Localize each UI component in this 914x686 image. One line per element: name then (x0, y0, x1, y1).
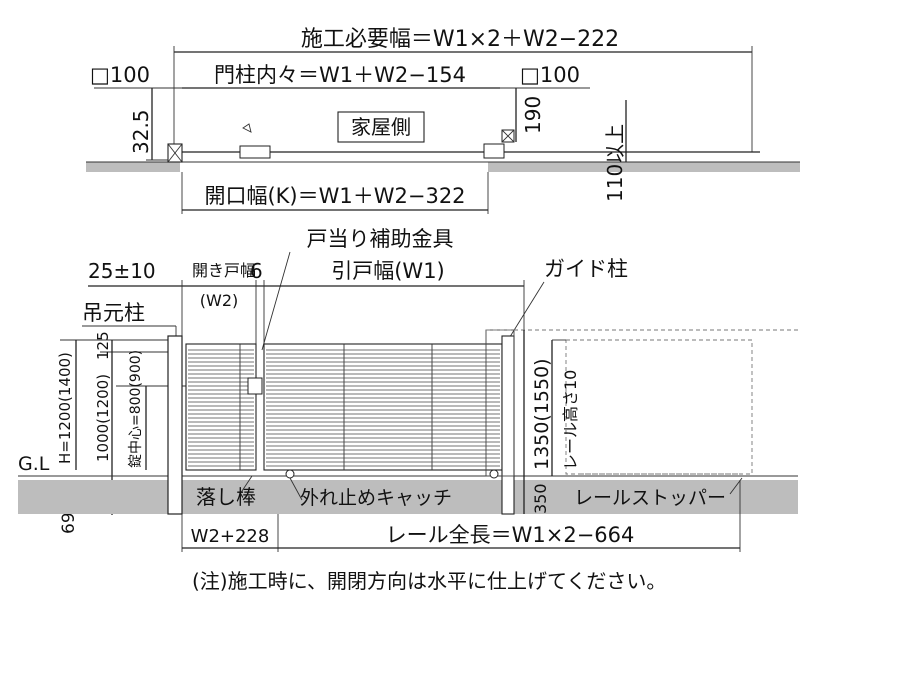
wheel-left (285, 469, 295, 479)
guide-post-label: ガイド柱 (544, 257, 628, 281)
stopper-fitting-label: 戸当り補助金具 (307, 227, 454, 251)
h-125-label: 125 (94, 331, 112, 360)
catch-label: 外れ止めキャッチ (300, 487, 452, 509)
house-side-box (337, 111, 425, 143)
swing-width-sub-label: (W2) (200, 291, 238, 310)
w2-228-label: W2+228 (191, 526, 270, 547)
lock-box (247, 377, 263, 395)
gl-label: G.L (18, 453, 50, 475)
installation-note: (注)施工時に、開閉方向は水平に仕上げてください。 (192, 569, 666, 593)
swing-gate-slats (188, 349, 254, 467)
opening-width-label: 開口幅(K)＝W1＋W2−322 (204, 184, 465, 208)
rail-height-label: レール高さ10 (561, 370, 580, 470)
front-view: 戸当り補助金具 25±10 開き戸幅 6 (W2) 引戸幅(W1) ガイド柱 吊… (18, 227, 798, 552)
drop-rod-label: 落し棒 (196, 485, 256, 509)
post-size-left-label: □100 (90, 63, 150, 87)
h-350-label: 350 (531, 483, 550, 514)
top-ground-right (488, 162, 800, 172)
rail-stopper-label: レールストッパー (574, 487, 726, 509)
stopper-fitting-leader (261, 251, 291, 351)
guide-post (501, 335, 515, 515)
gap-label: 25±10 (88, 259, 156, 283)
ground-band (18, 480, 798, 514)
house-side-label: 家屋側 (351, 115, 411, 139)
top-lock-box (239, 145, 271, 159)
h-lock-label: 錠中心=800(900) (128, 350, 144, 468)
sliding-gate-slats (266, 349, 500, 467)
guide-post-leader (507, 281, 545, 341)
inner-posts-label: 門柱内々＝W1＋W2−154 (214, 63, 466, 87)
sliding-width-label: 引戸幅(W1) (331, 259, 445, 283)
hinge-post (167, 335, 183, 515)
swing-width-label: 開き戸幅 (192, 261, 256, 280)
h-total-label: H=1200(1400) (56, 352, 74, 464)
post-size-right-label: □100 (520, 63, 580, 87)
min-depth-label: 110以上 (603, 124, 627, 202)
top-ground-left (86, 162, 180, 172)
retracted-gate-outline (565, 339, 753, 475)
top-view: 施工必要幅＝W1×2＋W2−222 □100 門柱内々＝W1＋W2−154 □1… (86, 27, 800, 214)
wheel-right (489, 469, 499, 479)
swing-gate-panel (185, 343, 257, 471)
rail-length-label: レール全長＝W1×2−664 (386, 523, 635, 547)
depth-right-label: 190 (521, 96, 545, 134)
top-catch-box (483, 143, 505, 159)
h-1000-label: 1000(1200) (94, 374, 112, 462)
sliding-gate-panel (263, 343, 503, 471)
total-width-label: 施工必要幅＝W1×2＋W2−222 (301, 27, 619, 52)
h-1350-label: 1350(1550) (531, 358, 553, 470)
six-label: 6 (250, 259, 263, 283)
top-handle-icon (242, 123, 252, 133)
depth-left-label: 32.5 (129, 109, 153, 154)
hinge-post-label: 吊元柱 (82, 301, 145, 325)
